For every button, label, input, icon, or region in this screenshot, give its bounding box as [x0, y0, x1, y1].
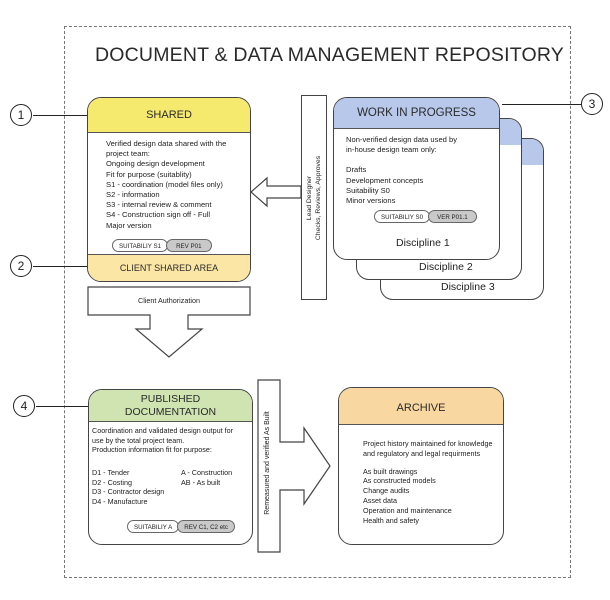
shared-header: SHARED	[88, 98, 250, 133]
wip-spacer	[346, 155, 499, 165]
callout-4-leader	[36, 406, 88, 408]
wip-header: WORK IN PROGRESS	[334, 98, 499, 129]
archive-spacer	[363, 459, 503, 467]
archive-header-label: ARCHIVE	[396, 402, 446, 414]
lead-designer-roles: Checks, Reviews, Approves	[315, 155, 322, 241]
published-header: PUBLISHED DOCUMENTATION	[89, 390, 252, 422]
lead-designer-bar	[301, 95, 327, 300]
diagram-title: DOCUMENT & DATA MANAGEMENT REPOSITORY	[95, 44, 564, 66]
purpose-item: A - Construction	[181, 468, 233, 477]
shared-description: Verified design data shared with the pro…	[88, 133, 250, 231]
published-right-list: A - Construction AB - As built	[181, 468, 232, 487]
published-pills: SUITABILIY A REV C1, C2 etc	[127, 520, 235, 533]
archive-line: As built drawings	[363, 466, 418, 476]
archive-line: Project history maintained for knowledge	[363, 439, 493, 448]
callout-1-leader	[33, 115, 87, 117]
shared-line: S4 - Construction sign off - Full	[106, 210, 211, 220]
archive-line: Operation and maintenance	[363, 505, 452, 515]
purpose-item: AB - As built	[181, 477, 221, 487]
archive-line: As constructed models	[363, 476, 436, 486]
published-line: Production information fit for purpose:	[92, 445, 212, 455]
discipline-3-label: Discipline 3	[441, 281, 495, 293]
revision-badge: REV P01	[166, 239, 212, 252]
purpose-item: D2 - Costing	[92, 477, 132, 487]
wip-description: Non-verified design data used by in-hous…	[334, 129, 499, 206]
suitability-badge: SUITABILIY S1	[112, 239, 169, 252]
client-authorization-label: Client Authorization	[138, 296, 200, 305]
wip-line: Non-verified design data used by	[346, 135, 458, 144]
published-left-list: D1 - Tender D2 - Costing D3 - Contractor…	[92, 468, 164, 506]
lead-designer-title: Lead Designer	[306, 175, 313, 221]
published-description: Coordination and validated design output…	[89, 422, 252, 455]
wip-suitability-badge: SUITABILIY S0	[374, 210, 431, 223]
shared-box: SHARED Verified design data shared with …	[87, 97, 251, 282]
lead-designer-label: Lead Designer Checks, Reviews, Approves	[305, 98, 323, 298]
shared-header-label: SHARED	[146, 109, 192, 121]
callout-4: 4	[13, 395, 35, 417]
wip-box: WORK IN PROGRESS Non-verified design dat…	[333, 97, 500, 260]
wip-line: Development concepts	[346, 175, 424, 185]
published-suitability-badge: SUITABILIY A	[127, 520, 180, 533]
published-header-line-1: PUBLISHED	[140, 393, 201, 405]
callout-2-leader	[33, 266, 87, 268]
approve-arrow-icon	[250, 176, 302, 208]
published-revision-badge: REV C1, C2 etc	[177, 520, 235, 533]
as-built-arrow-icon	[257, 379, 331, 553]
archive-line: and regulatory and legal requirments	[363, 448, 481, 458]
shared-line: Fit for purpose (suitablity)	[106, 169, 192, 179]
archive-header: ARCHIVE	[339, 388, 503, 425]
wip-pills: SUITABILIY S0 VER P01.1	[374, 210, 477, 223]
shared-line: S1 - coordination (model files only)	[106, 179, 223, 189]
published-header-line-2: DOCUMENTATION	[124, 406, 217, 418]
purpose-item: D3 - Contractor design	[92, 487, 165, 497]
shared-line: Ongoing design development	[106, 159, 205, 169]
archive-line: Change audits	[363, 486, 410, 496]
wip-line: in-house design team only:	[346, 145, 437, 155]
wip-line: Suitability S0	[346, 185, 390, 195]
purpose-item: D1 - Tender	[92, 468, 130, 477]
archive-line: Health and safety	[363, 515, 419, 525]
callout-3: 3	[581, 93, 603, 115]
callout-2: 2	[10, 255, 32, 277]
wip-line: Minor versions	[346, 196, 396, 206]
published-box: PUBLISHED DOCUMENTATION Coordination and…	[88, 389, 253, 545]
client-authorization-arrow-icon	[87, 286, 251, 358]
callout-1: 1	[10, 104, 32, 126]
wip-header-label: WORK IN PROGRESS	[357, 107, 476, 119]
client-shared-area: CLIENT SHARED AREA	[88, 254, 250, 281]
purpose-item: D4 - Manufacture	[92, 496, 148, 506]
archive-description: Project history maintained for knowledge…	[339, 425, 503, 525]
published-line: Coordination and validated design output…	[92, 426, 234, 435]
callout-3-leader	[502, 104, 581, 106]
wip-line: Drafts	[346, 165, 367, 175]
archive-line: Asset data	[363, 495, 397, 505]
published-line: use by the total project team.	[92, 435, 185, 445]
shared-line: project team:	[106, 149, 150, 159]
discipline-1-label: Discipline 1	[396, 237, 450, 249]
repository-frame	[64, 26, 571, 578]
client-shared-area-label: CLIENT SHARED AREA	[119, 263, 219, 273]
shared-line: Verified design data shared with the	[106, 139, 227, 148]
shared-line: S2 - information	[106, 190, 160, 200]
discipline-2-label: Discipline 2	[419, 261, 473, 273]
shared-pills: SUITABILIY S1 REV P01	[112, 239, 212, 252]
shared-line: S3 - internal review & comment	[106, 200, 212, 210]
archive-box: ARCHIVE Project history maintained for k…	[338, 387, 504, 545]
wip-version-badge: VER P01.1	[428, 210, 477, 223]
shared-line: Major version	[106, 220, 152, 230]
remeasured-label: Remeasured and verified As Built	[264, 411, 271, 515]
